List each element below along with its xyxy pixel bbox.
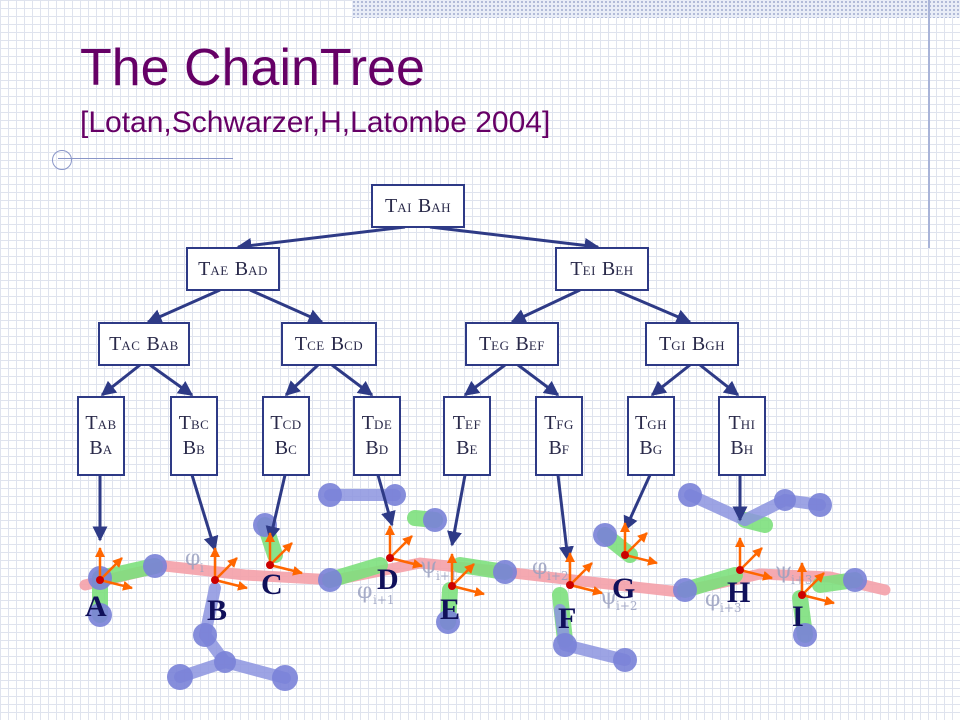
- frame-label-h: H: [727, 576, 751, 609]
- frame-label-d: D: [377, 563, 399, 596]
- frame-origin-h: [736, 566, 744, 574]
- frame-origin-b: [211, 576, 219, 584]
- slide-subtitle: [Lotan,Schwarzer,H,Latombe 2004]: [80, 106, 551, 139]
- frame-label-a: A: [85, 590, 107, 623]
- frame-label-b: B: [207, 594, 228, 627]
- frame-axis-g: [624, 553, 658, 566]
- frame-axis-i: [801, 572, 825, 596]
- frame-axis-i: [801, 593, 835, 606]
- frame-origin-c: [266, 561, 274, 569]
- slide-vertical-rule: [928, 0, 930, 248]
- svg-text:ψ: ψ: [600, 585, 617, 610]
- svg-text:i+2: i+2: [547, 569, 569, 583]
- frame-axis-a: [99, 557, 123, 581]
- svg-text:ψ: ψ: [775, 559, 792, 584]
- tree-leaf: TEF BE: [443, 396, 491, 476]
- tree-leaf: TCD BC: [262, 396, 310, 476]
- tree-leaf: TGH BG: [627, 396, 675, 476]
- frame-axis-e: [451, 584, 485, 597]
- tree-leaf: TBC BB: [170, 396, 218, 476]
- header-decoration-band: [352, 0, 960, 18]
- tree-leaf: TFG BF: [535, 396, 583, 476]
- frame-axis-f: [569, 562, 593, 586]
- frame-label-i: I: [792, 600, 804, 633]
- svg-text:i: i: [200, 561, 204, 575]
- frame-axis-f: [569, 583, 603, 596]
- frame-origin-g: [621, 551, 629, 559]
- frame-origin-f: [566, 581, 574, 589]
- tree-leaf: TDE BD: [353, 396, 401, 476]
- frame-axis-e: [451, 563, 475, 587]
- slide-horizontal-rule: [58, 158, 233, 159]
- svg-text:φ: φ: [532, 555, 547, 580]
- frame-origin-d: [386, 554, 394, 562]
- svg-text:φ: φ: [185, 546, 200, 571]
- frame-axis-g: [624, 532, 648, 556]
- svg-text:φ: φ: [705, 587, 720, 612]
- slide-title: The ChainTree: [80, 39, 425, 97]
- frame-origin-e: [448, 582, 456, 590]
- frame-label-f: F: [558, 602, 577, 635]
- tree-leaf: THI BH: [718, 396, 766, 476]
- frame-axis-c: [269, 563, 303, 576]
- frame-origin-i: [798, 591, 806, 599]
- frame-label-c: C: [261, 568, 283, 601]
- tree-leaf: TAB BA: [77, 396, 125, 476]
- frame-origin-a: [96, 576, 104, 584]
- frame-axis-h: [739, 547, 763, 571]
- svg-text:ψ: ψ: [420, 554, 437, 579]
- svg-text:i+1: i+1: [373, 593, 395, 607]
- frame-axis-b: [214, 557, 238, 581]
- slide-circle-ornament: [52, 150, 72, 170]
- frame-axis-b: [214, 578, 248, 591]
- frame-label-g: G: [612, 572, 636, 605]
- frame-axis-d: [389, 556, 423, 569]
- frame-label-e: E: [440, 593, 461, 626]
- svg-text:i+3: i+3: [720, 601, 742, 615]
- svg-text:φ: φ: [357, 579, 372, 604]
- frame-axis-c: [269, 542, 293, 566]
- frame-axis-a: [99, 578, 133, 591]
- frame-axis-d: [389, 535, 413, 559]
- frame-axis-h: [739, 568, 773, 581]
- svg-text:i+2: i+2: [616, 599, 638, 613]
